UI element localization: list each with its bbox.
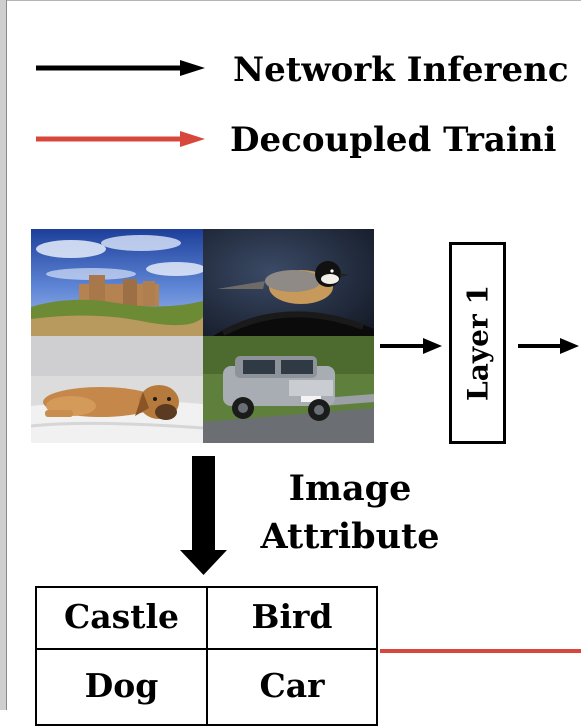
layer-1-box: Layer 1 [449, 242, 506, 444]
layer-1-label: Layer 1 [461, 285, 494, 401]
arrow-layer-to-next [518, 338, 579, 354]
table-cell: Dog [37, 650, 208, 724]
table-cell: Bird [208, 588, 376, 650]
frame-left-border [6, 0, 7, 710]
table-cell-label: Dog [84, 665, 159, 705]
frame-top-border [0, 0, 581, 1]
table-cell-label: Castle [63, 596, 179, 636]
table-cell: Car [208, 650, 376, 724]
frame-left-margin [0, 0, 6, 710]
image-castle [31, 229, 203, 336]
arrow-images-down [180, 456, 227, 575]
legend-red-arrow [36, 131, 205, 147]
legend-label-training: Decoupled Traini [230, 120, 557, 160]
table-cell-label: Car [259, 665, 325, 705]
table-cell-label: Bird [251, 596, 333, 636]
attribute-table: Castle Bird Dog Car [35, 586, 378, 726]
image-car [203, 336, 374, 443]
arrow-images-to-layer [380, 338, 442, 354]
attribute-title-line-1: Image [288, 468, 412, 509]
legend-label-inference: Network Inferenc [233, 50, 569, 90]
flow-arrows [180, 338, 581, 653]
legend-arrows [36, 60, 205, 147]
image-bird [203, 229, 374, 336]
table-cell: Castle [37, 588, 208, 650]
attribute-title-line-2: Attribute [260, 516, 440, 557]
legend-black-arrow [36, 60, 205, 76]
image-dog [31, 336, 203, 443]
